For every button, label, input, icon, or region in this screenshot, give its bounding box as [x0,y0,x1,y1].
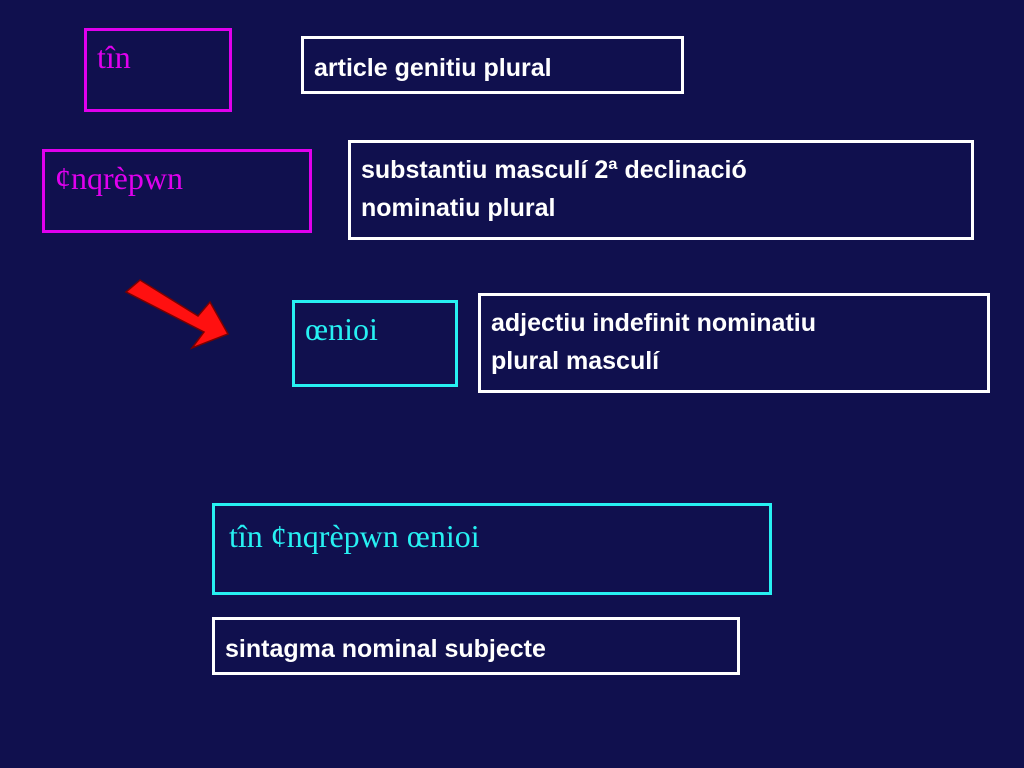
word-noun: ¢nqrèpwn [55,160,183,196]
word-box-noun: ¢nqrèpwn [42,149,312,233]
word-article: tîn [97,39,131,75]
phrase-label: sintagma nominal subjecte [225,635,546,663]
analysis-noun-line1: substantiu masculí 2ª declinació [361,156,747,184]
word-box-adjective: œnioi [292,300,458,387]
red-arrow-shape [124,279,230,350]
phrase-box: tîn ¢nqrèpwn œnioi [212,503,772,595]
word-adjective: œnioi [305,311,378,347]
phrase-label-box: sintagma nominal subjecte [212,617,740,675]
analysis-article: article genitiu plural [314,54,552,82]
analysis-box-adjective: adjectiu indefinit nominatiu plural masc… [478,293,990,393]
red-arrow-icon [124,279,230,350]
analysis-adjective-line2: plural masculí [491,347,660,375]
analysis-box-noun: substantiu masculí 2ª declinació nominat… [348,140,974,240]
phrase-text: tîn ¢nqrèpwn œnioi [229,518,480,554]
analysis-noun-line2: nominatiu plural [361,194,556,222]
word-box-article: tîn [84,28,232,112]
analysis-adjective-line1: adjectiu indefinit nominatiu [491,309,816,337]
analysis-box-article: article genitiu plural [301,36,684,94]
